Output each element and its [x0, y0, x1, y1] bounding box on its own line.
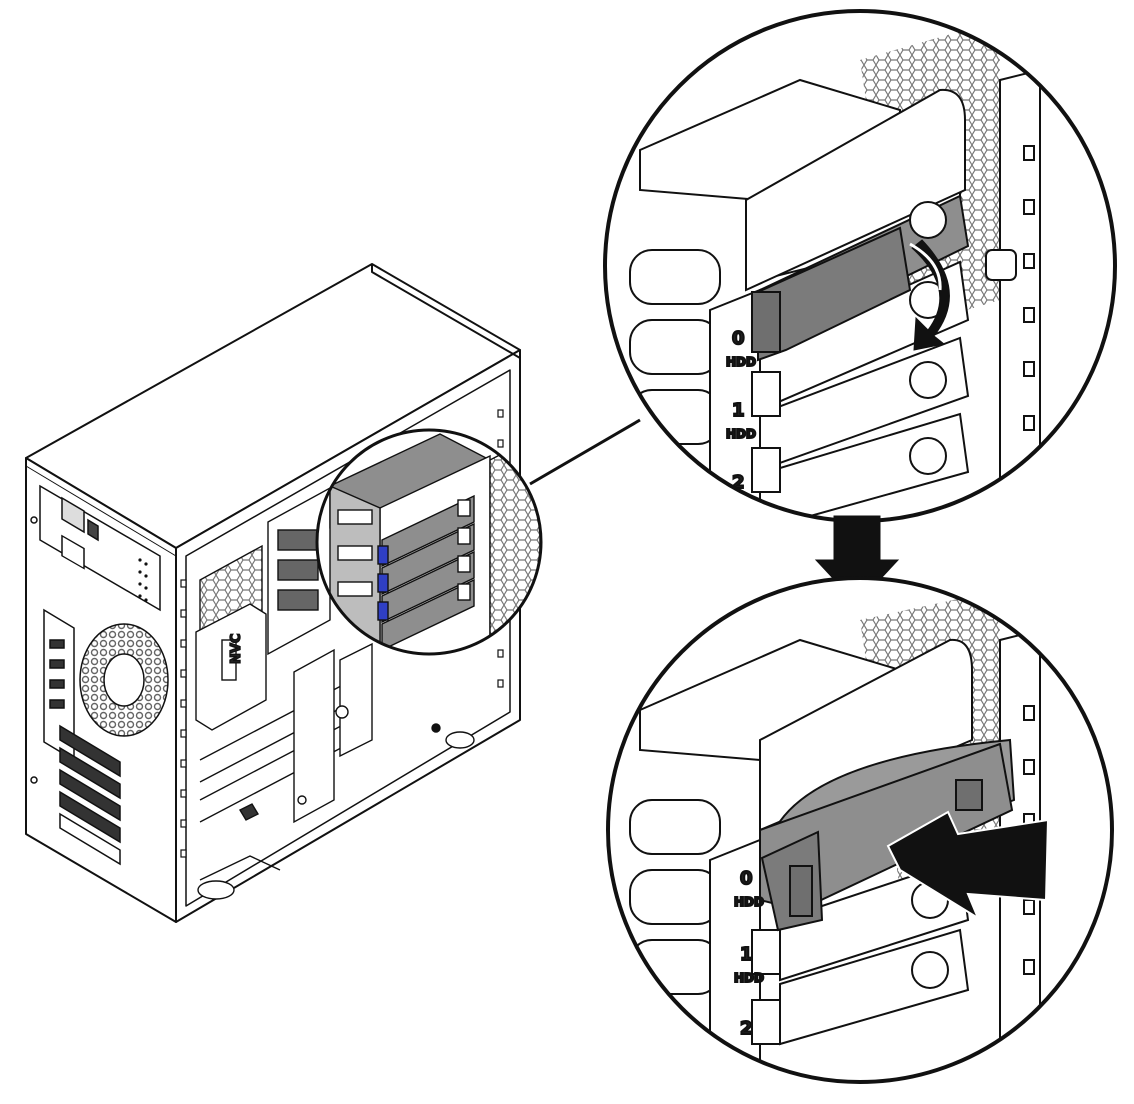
bay-1-tag: HDD: [726, 427, 756, 441]
blue-latches-small: [377, 545, 389, 621]
bay-1-number: 1: [732, 400, 745, 421]
rear-fan: [79, 623, 169, 737]
zoom1-drive-tray-3: [759, 412, 970, 521]
bay-0-number: 0: [732, 328, 745, 349]
pci-bracket: [293, 648, 335, 824]
interior-components: NVC: [195, 486, 475, 900]
back-panel-details: [30, 484, 169, 866]
chassis-drive-cage: [317, 430, 541, 654]
drive-trays-small: [381, 494, 475, 652]
bay-2-number-b: 2: [740, 1018, 753, 1039]
bay-1-tag-b: HDD: [734, 971, 764, 985]
bay-0-number-b: 0: [740, 868, 753, 889]
expansion-slots: [59, 724, 121, 866]
callout-leader-line: [529, 418, 641, 486]
zoom-view-step-1: 0 HDD 1 HDD 2: [605, 11, 1115, 521]
power-socket: [61, 496, 85, 534]
bay-0-tag-b: HDD: [734, 895, 764, 909]
curved-arrow-icon: [911, 239, 950, 351]
bay-1-number-b: 1: [740, 944, 753, 965]
svg-text:NVC: NVC: [229, 634, 244, 664]
straight-arrow-icon: [886, 810, 1050, 921]
callout-circle-small: [315, 428, 543, 656]
vent-dots: [138, 558, 148, 602]
zoom-circle-bottom: [606, 576, 1114, 1084]
bay-0-tag: HDD: [726, 355, 756, 369]
zoom-view-step-2: 0 HDD 1 HDD 2: [608, 578, 1112, 1082]
